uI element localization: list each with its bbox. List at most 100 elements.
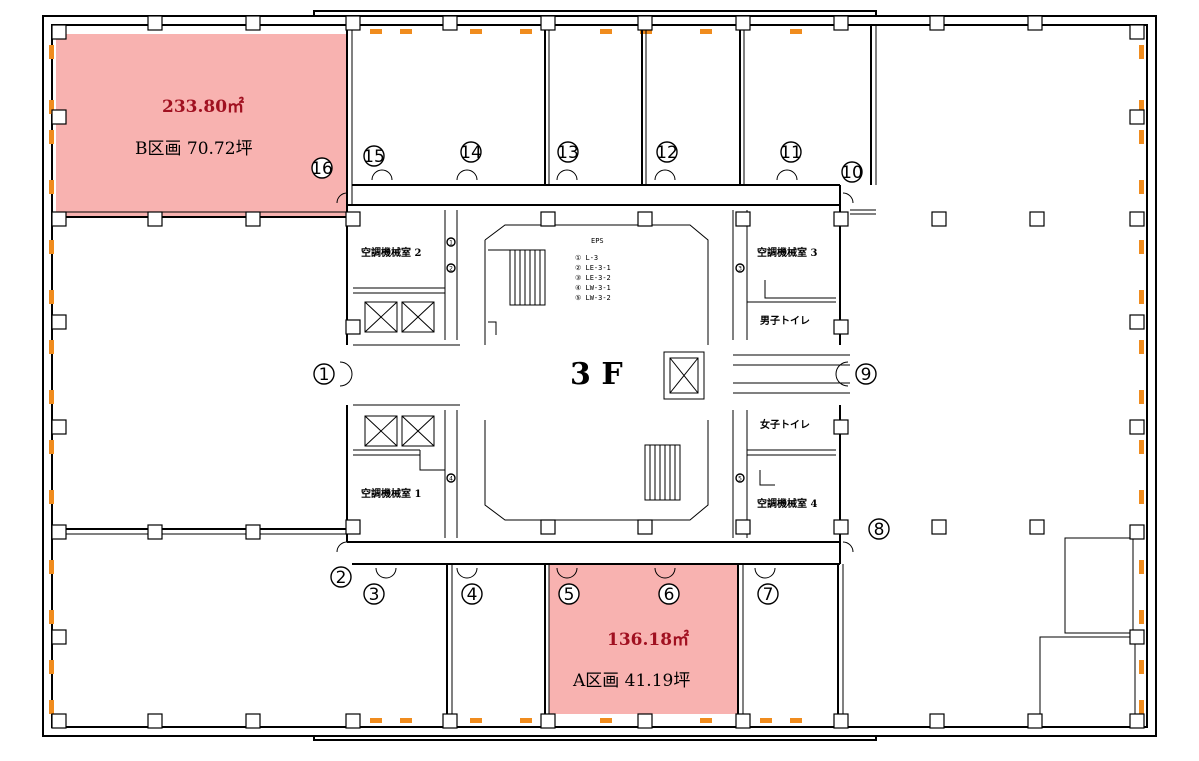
door-marker-circle (558, 583, 580, 605)
door-marker-2: 2 (330, 566, 352, 588)
door-marker-circle (461, 583, 483, 605)
room-ac4-label: 空調機械室 4 (757, 497, 817, 510)
door-marker-number: 16 (311, 159, 333, 179)
structural-column (1027, 713, 1043, 729)
window-mark (400, 718, 412, 723)
room-ac1-label: 空調機械室 1 (361, 487, 421, 500)
door-marker-circle (313, 363, 335, 385)
door-marker-number: 3 (369, 585, 380, 605)
door-marker-number: 10 (841, 163, 863, 183)
eps-marker-number: 5 (738, 476, 742, 483)
structural-column (735, 15, 751, 31)
window-mark (370, 718, 382, 723)
door-marker-number: 4 (467, 585, 478, 605)
door-marker-13: 13 (557, 141, 579, 163)
eps-marker-circle (446, 473, 456, 483)
door-swing (371, 169, 393, 181)
eps-marker-1: 1 (446, 237, 456, 247)
door-marker-circle (656, 141, 678, 163)
door-swing (654, 169, 676, 181)
window-mark (49, 340, 54, 354)
window-mark (1139, 610, 1144, 624)
door-swing (336, 192, 348, 204)
structural-column (245, 211, 261, 227)
structural-column (147, 713, 163, 729)
eps-marker-3: 3 (735, 263, 745, 273)
door-marker-number: 12 (656, 143, 678, 163)
door-marker-3: 3 (363, 583, 385, 605)
door-swing (375, 567, 397, 579)
structural-column (833, 713, 849, 729)
eps-marker-circle (446, 263, 456, 273)
window-mark (470, 718, 482, 723)
structural-column (1029, 211, 1045, 227)
columns (51, 15, 1145, 729)
window-mark (49, 240, 54, 254)
door-marker-4: 4 (461, 583, 483, 605)
eps-marker-4: 4 (446, 473, 456, 483)
window-mark (760, 718, 772, 723)
room-ac2-label: 空調機械室 2 (361, 246, 421, 259)
door-marker-circle (330, 566, 352, 588)
door-swing (336, 541, 348, 553)
door-marker-number: 14 (460, 143, 482, 163)
window-mark (49, 45, 54, 59)
door-marker-number: 13 (557, 143, 579, 163)
window-mark (49, 490, 54, 504)
structural-column (540, 713, 556, 729)
window-mark (520, 718, 532, 723)
structural-column (1129, 713, 1145, 729)
section-a-fill[interactable] (549, 564, 738, 714)
structural-column (1129, 419, 1145, 435)
door-marker-number: 9 (861, 365, 872, 385)
room-womens-label: 女子トイレ (760, 418, 810, 431)
structural-column (1029, 519, 1045, 535)
door-marker-circle (557, 141, 579, 163)
door-marker-6: 6 (658, 583, 680, 605)
section-b-fill[interactable] (56, 34, 347, 217)
door-swing (654, 567, 676, 579)
structural-column (51, 629, 67, 645)
structural-column (637, 713, 653, 729)
window-mark (49, 560, 54, 574)
window-mark (49, 700, 54, 714)
door-swing (556, 567, 578, 579)
structural-column (833, 519, 849, 535)
window-mark (1139, 240, 1144, 254)
floor-label: 3 F (570, 357, 623, 392)
door-marker-16: 16 (311, 157, 333, 179)
structural-column (147, 524, 163, 540)
eps-title: EPS (591, 237, 604, 245)
door-marker-circle (658, 583, 680, 605)
eps-marker-number: 1 (449, 240, 453, 247)
eps-marker-number: 4 (449, 476, 453, 483)
window-mark (1139, 660, 1144, 674)
window-mark (600, 718, 612, 723)
door-marker-number: 2 (336, 568, 347, 588)
structural-column (245, 713, 261, 729)
door-marker-number: 1 (319, 365, 330, 385)
structural-column (1129, 211, 1145, 227)
door-swing (842, 192, 854, 204)
window-mark (1139, 440, 1144, 454)
elevators (364, 301, 705, 447)
structural-column (833, 419, 849, 435)
structural-column (51, 211, 67, 227)
structural-column (1129, 314, 1145, 330)
structural-column (540, 519, 556, 535)
structural-column (345, 519, 361, 535)
door-swing (776, 169, 798, 181)
door-marker-circle (868, 518, 890, 540)
structural-column (637, 519, 653, 535)
window-mark (1139, 490, 1144, 504)
structural-column (245, 524, 261, 540)
structural-column (1129, 629, 1145, 645)
structural-column (345, 319, 361, 335)
window-mark (1139, 100, 1144, 114)
window-mark (49, 660, 54, 674)
structural-column (929, 713, 945, 729)
structural-column (833, 319, 849, 335)
structural-column (1129, 524, 1145, 540)
structural-column (1129, 24, 1145, 40)
